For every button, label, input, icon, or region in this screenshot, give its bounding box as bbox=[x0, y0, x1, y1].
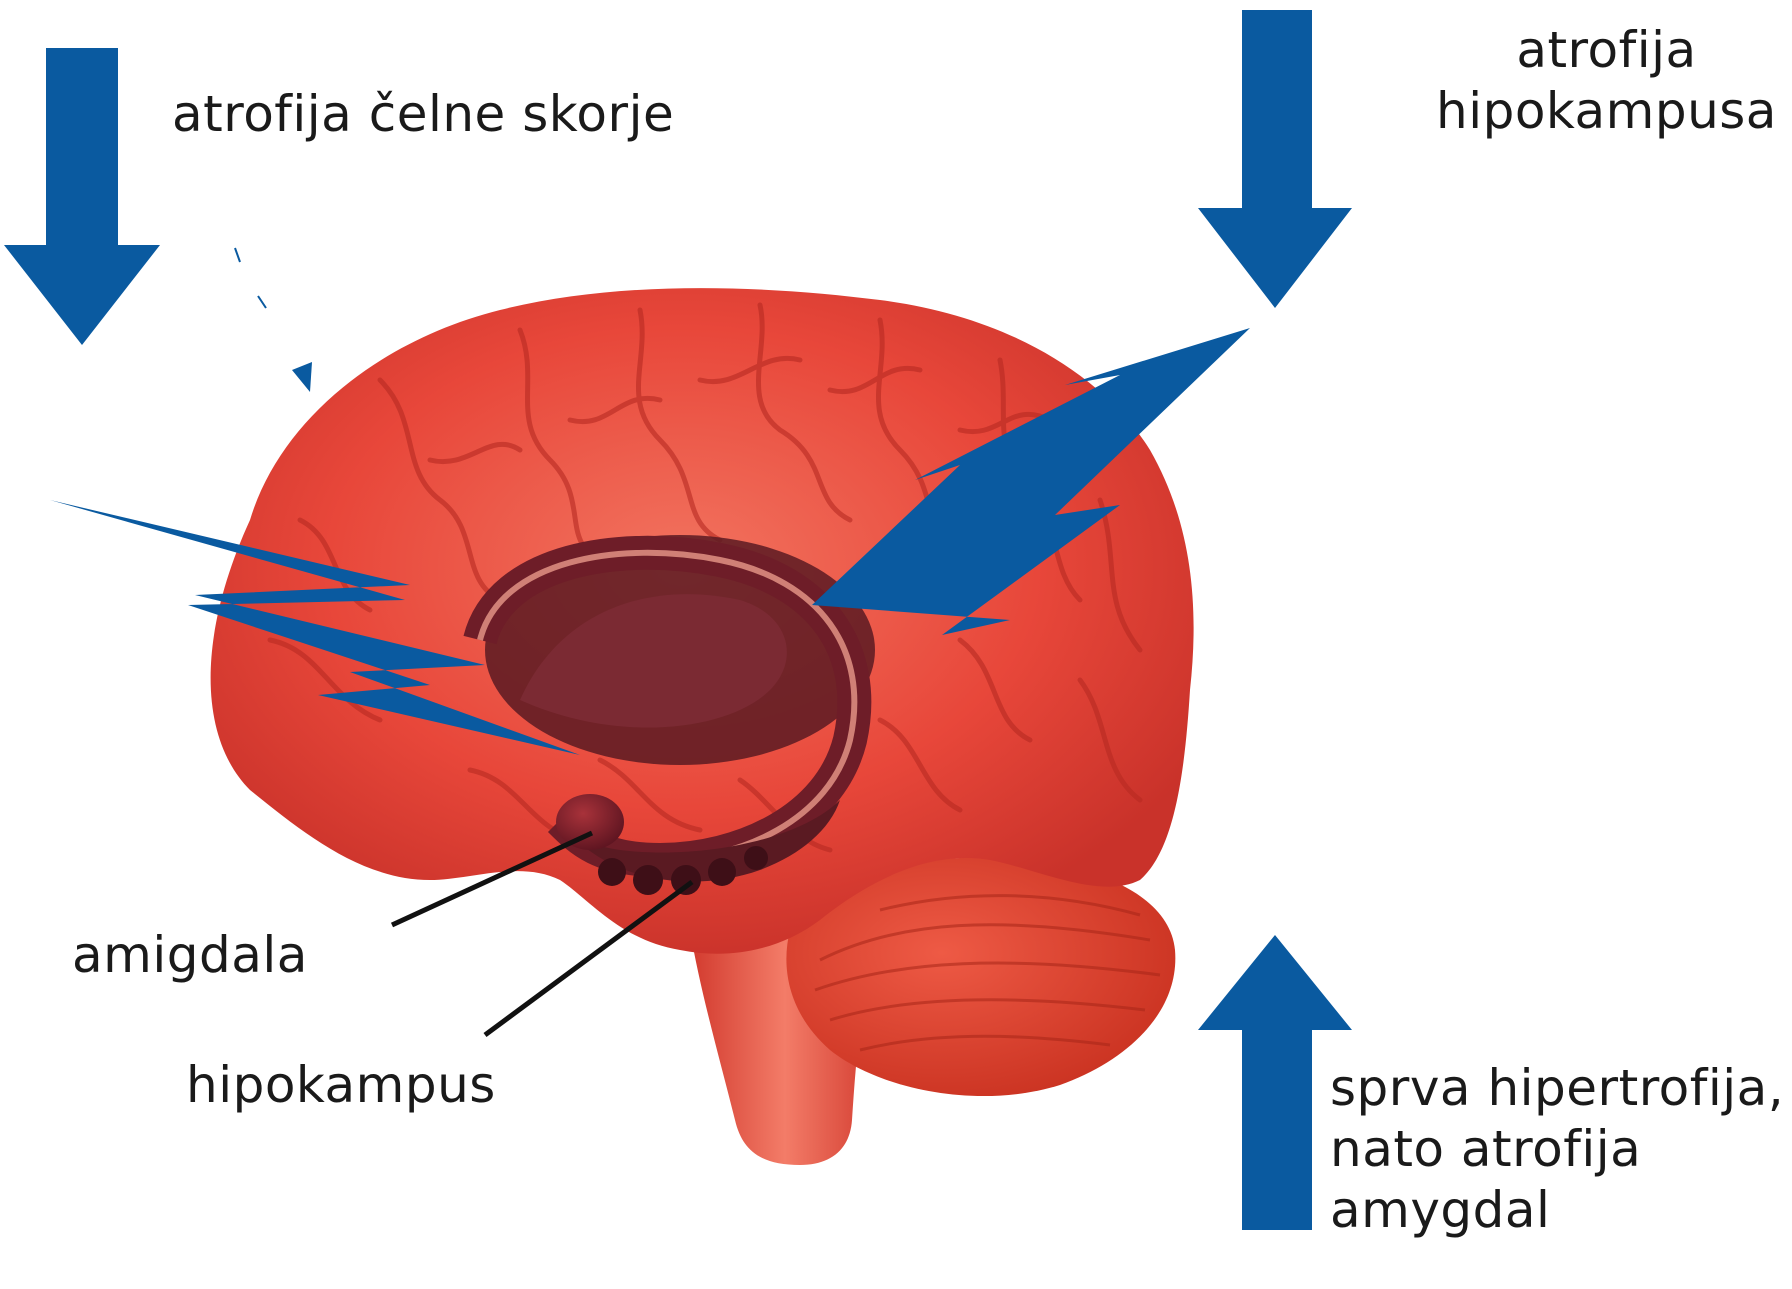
label-hippocampus: hipokampus bbox=[186, 1055, 496, 1116]
label-frontal-cortex-atrophy: atrofija čelne skorje bbox=[172, 84, 674, 145]
stray-mark bbox=[235, 248, 240, 262]
label-line: nato atrofija bbox=[1330, 1119, 1784, 1180]
arrow-frontal-down-icon bbox=[4, 48, 160, 345]
label-hippocampus-atrophy: atrofija hipokampusa bbox=[1436, 20, 1777, 142]
label-line: amygdal bbox=[1330, 1180, 1784, 1241]
arrow-hippocampus-down-icon bbox=[1198, 10, 1352, 308]
stray-mark bbox=[292, 362, 312, 392]
label-line: hipokampusa bbox=[1436, 81, 1777, 142]
stray-mark bbox=[258, 296, 266, 308]
leader-line-hippocampus bbox=[485, 882, 692, 1035]
label-amygdala-change: sprva hipertrofija, nato atrofija amygda… bbox=[1330, 1058, 1784, 1241]
arrow-amygdala-up-icon bbox=[1198, 935, 1352, 1230]
label-line: atrofija bbox=[1436, 20, 1777, 81]
label-line: sprva hipertrofija, bbox=[1330, 1058, 1784, 1119]
label-amygdala: amigdala bbox=[72, 925, 308, 986]
amygdala-structure bbox=[556, 794, 624, 850]
